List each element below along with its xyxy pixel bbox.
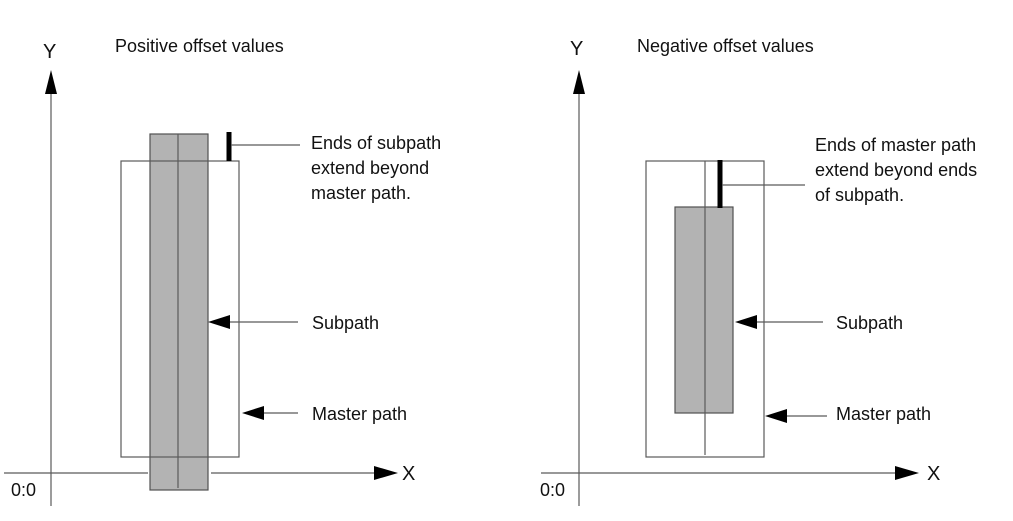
- callout-master: Master path: [836, 404, 931, 424]
- subpath-rect: [149, 133, 209, 491]
- subpath-arrow-icon: [735, 315, 757, 329]
- master-arrow-icon: [765, 409, 787, 423]
- x-axis-arrow-icon: [374, 466, 398, 480]
- callout-ends-line2: extend beyond: [311, 158, 429, 178]
- panel-positive: Y X 0:0 Positive offset values Ends of s…: [4, 36, 441, 506]
- x-axis-label: X: [402, 463, 415, 485]
- callout-ends-line2: extend beyond ends: [815, 160, 977, 180]
- x-axis-label: X: [927, 463, 940, 485]
- subpath-arrow-icon: [208, 315, 230, 329]
- panel-negative: Y X 0:0 Negative offset values Ends of m…: [540, 36, 977, 506]
- callout-ends-line3: master path.: [311, 183, 411, 203]
- panel-title: Positive offset values: [115, 36, 284, 56]
- callout-ends-line1: Ends of subpath: [311, 133, 441, 153]
- y-axis-arrow-icon: [573, 70, 585, 94]
- x-axis-arrow-icon: [895, 466, 919, 480]
- y-axis-label: Y: [43, 41, 56, 63]
- callout-master: Master path: [312, 404, 407, 424]
- y-axis-label: Y: [570, 38, 583, 60]
- master-arrow-icon: [242, 406, 264, 420]
- y-axis-arrow-icon: [45, 70, 57, 94]
- callout-subpath: Subpath: [312, 313, 379, 333]
- callout-ends-line3: of subpath.: [815, 185, 904, 205]
- subpath-rect: [674, 206, 734, 414]
- master-path-rect: [120, 160, 240, 458]
- panel-title: Negative offset values: [637, 36, 814, 56]
- callout-subpath: Subpath: [836, 313, 903, 333]
- origin-label: 0:0: [540, 480, 565, 500]
- callout-ends-line1: Ends of master path: [815, 135, 976, 155]
- origin-label: 0:0: [11, 480, 36, 500]
